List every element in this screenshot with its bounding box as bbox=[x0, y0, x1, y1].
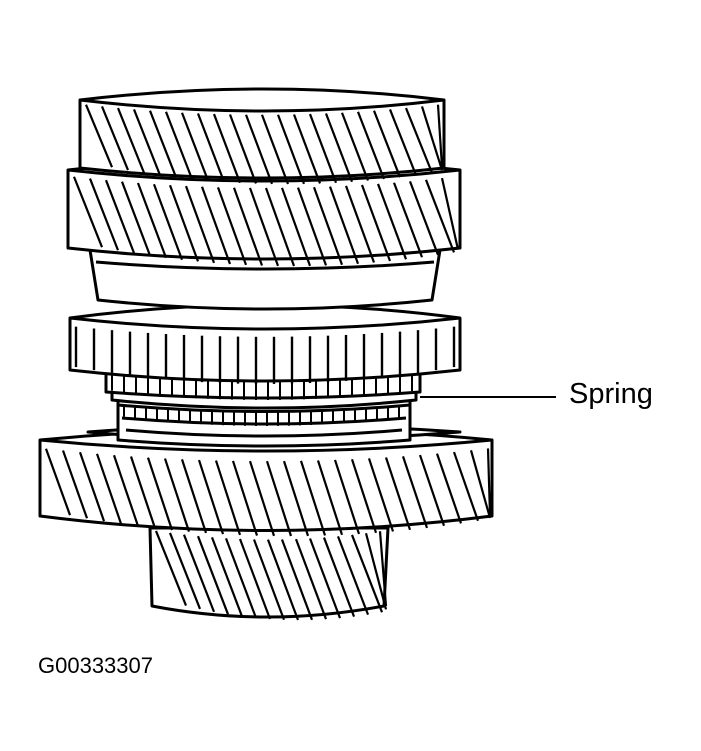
shift-sleeve bbox=[68, 303, 462, 384]
upper-helical-gear-b bbox=[66, 157, 462, 267]
upper-helical-gear-a bbox=[78, 87, 446, 185]
gear-cone-collar bbox=[88, 241, 442, 311]
spring-label: Spring bbox=[569, 378, 653, 410]
lower-pinion-gear bbox=[148, 526, 390, 621]
synchro-hub bbox=[116, 393, 412, 448]
figure-id: G00333307 bbox=[38, 653, 153, 678]
